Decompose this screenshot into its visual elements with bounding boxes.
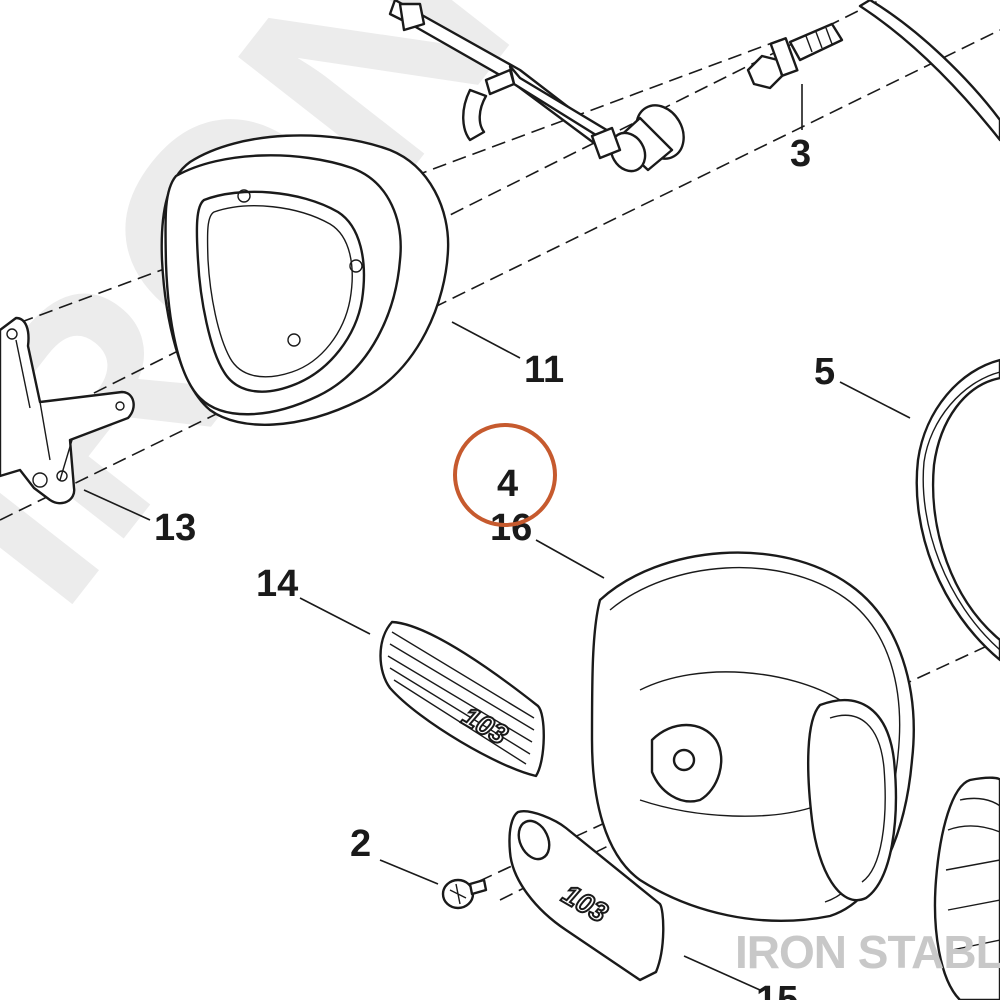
highlight-circle — [453, 423, 557, 527]
callout-4: 4 — [497, 463, 518, 505]
callouts: 3 11 5 13 16 14 2 15 — [154, 133, 835, 1000]
callout-5: 5 — [814, 351, 835, 393]
bracket-part-13 — [0, 316, 135, 505]
background-watermark-text: IRON STABLE — [0, 0, 1000, 659]
trim-part-14: 103 — [379, 620, 545, 778]
callout-13: 13 — [154, 507, 196, 549]
badge-plate-part-15: 103 — [508, 810, 665, 982]
gasket-part-5 — [915, 358, 1000, 662]
callout-11: 11 — [524, 349, 564, 391]
cover-part-16 — [590, 551, 915, 922]
callout-15: 15 — [756, 979, 798, 1000]
corner-watermark: IRON STABLE — [735, 926, 1000, 978]
filter-element-edge — [933, 776, 1000, 1000]
callout-3: 3 — [790, 133, 811, 175]
top-ring-edge — [858, 0, 1000, 142]
callout-2: 2 — [350, 823, 371, 865]
bolt-part-3 — [746, 22, 844, 90]
background-watermark: IRON STABLE — [0, 0, 1000, 659]
backplate-part-11 — [160, 134, 450, 426]
callout-16: 16 — [490, 507, 532, 549]
callout-14: 14 — [256, 563, 298, 605]
breather-hose-assembly — [388, 0, 685, 173]
highlight-marker: 4 — [453, 423, 557, 527]
leader-lines — [83, 84, 911, 991]
screw-part-2 — [441, 878, 488, 910]
